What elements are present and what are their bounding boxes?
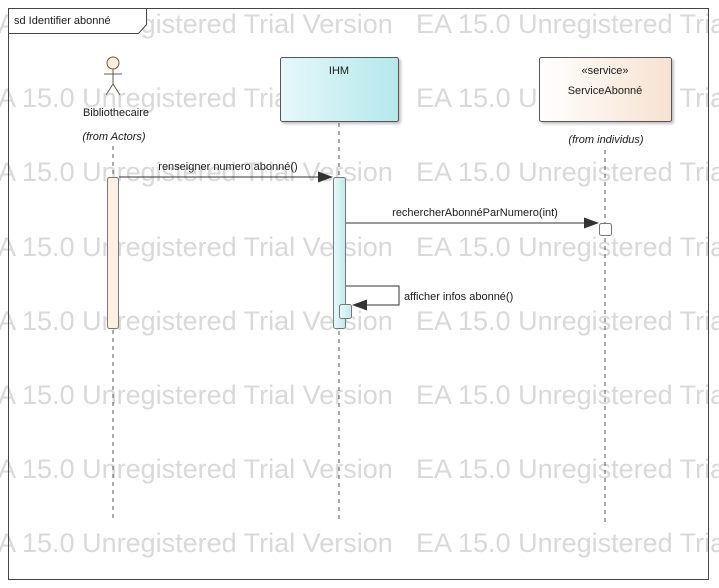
actor-origin: (from Actors) [82,131,145,143]
watermark-text: EA 15.0 Unregistered Trial Version [0,380,393,410]
message-rechercher-abonne[interactable]: rechercherAbonnéParNumero(int) [346,207,599,229]
watermark-text: EA 15.0 Unregistered Trial Version [416,9,719,39]
frame-title-tab [8,8,147,34]
lifeline-ihm[interactable]: IHM [280,57,399,523]
watermark-text: EA 15.0 Unregistered Trial Version [416,528,719,558]
activation-bar [599,223,612,236]
actor-name: Bibliothecaire [83,107,149,119]
watermark-text: EA 15.0 Unregistered Trial Version [0,528,393,558]
message-afficher-infos[interactable]: afficher infos abonné() [346,285,513,311]
watermark-text: EA 15.0 Unregistered Trial Version [416,380,719,410]
frame-title: sd Identifier abonné [14,15,111,27]
service-stereotype: «service» [581,65,628,77]
watermark-text: EA 15.0 Unregistered Trial Version [416,306,719,336]
watermark-text: EA 15.0 Unregistered Trial Version [416,454,719,484]
arrowhead-icon [584,217,599,229]
ihm-box [280,57,399,122]
arrowhead-icon [318,171,333,183]
lifeline-service-abonne[interactable]: «service» ServiceAbonné (from individus) [539,57,672,523]
message-line [346,285,400,306]
diagram-frame: sd Identifier abonné [8,8,709,580]
watermark-text: EA 15.0 Unregistered Trial Version [0,157,393,187]
ihm-name: IHM [329,65,349,77]
message-label: rechercherAbonnéParNumero(int) [392,207,558,219]
watermark-text: EA 15.0 Unregistered Trial Version [0,454,393,484]
watermark-text: EA 15.0 Unregistered Trial Version [0,232,393,262]
frame-border [8,8,709,580]
watermark-text: EA 15.0 Unregistered Trial Version [0,306,393,336]
lifeline-bibliothecaire[interactable]: Bibliothecaire (from Actors) [82,56,149,522]
message-label: afficher infos abonné() [404,291,513,303]
actor-icon [104,56,122,96]
service-origin: (from individus) [568,134,644,146]
message-label: renseigner numero abonné() [158,161,297,173]
service-box [539,57,672,122]
activation-bar [107,177,119,329]
watermark-text: EA 15.0 Unregistered Trial Version [416,232,719,262]
arrowhead-icon [352,299,367,311]
watermark-text: EA 15.0 Unregistered Trial Version [416,157,719,187]
message-renseigner-numero[interactable]: renseigner numero abonné() [119,161,333,183]
activation-bar [333,177,346,329]
self-activation-bar [339,304,352,319]
service-name: ServiceAbonné [568,85,643,97]
